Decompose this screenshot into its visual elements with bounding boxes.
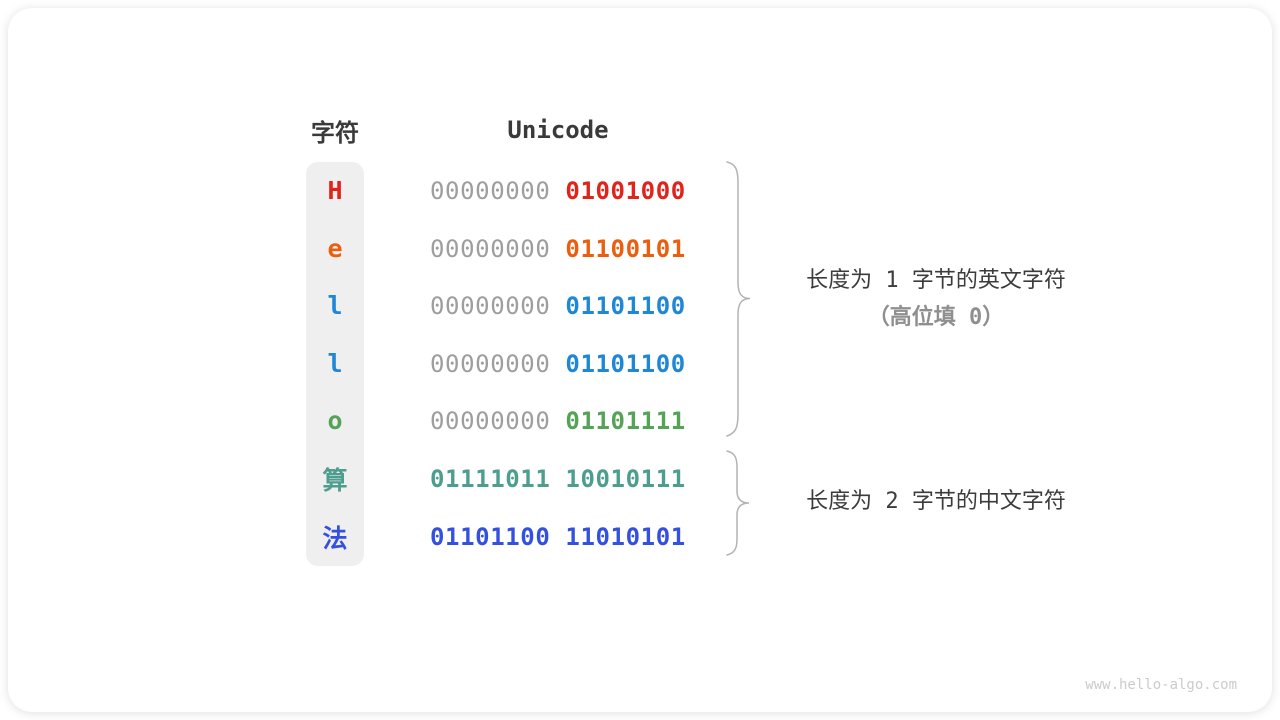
- unicode-bits: 00000000 01101100: [430, 335, 686, 392]
- character-cell: o: [327, 406, 343, 435]
- table-row: l 00000000 01101100: [0, 335, 1280, 392]
- low-octet: 01001000: [565, 176, 686, 205]
- unicode-bits: 00000000 01101111: [430, 392, 686, 449]
- site-watermark: www.hello-algo.com: [1085, 677, 1237, 693]
- table-row: H 00000000 01001000: [0, 162, 1280, 219]
- unicode-bits: 00000000 01001000: [430, 162, 686, 219]
- table-row: 法 01101100 11010101: [0, 508, 1280, 565]
- character-cell: 法: [322, 523, 348, 553]
- high-octet: 00000000: [430, 349, 551, 378]
- brace-english-group: [726, 161, 751, 437]
- character-cell: l: [327, 291, 343, 320]
- english-group-note: 长度为 1 字节的英文字符 （高位填 0）: [778, 262, 1094, 336]
- low-octet: 11010101: [565, 522, 686, 551]
- high-octet: 00000000: [430, 291, 551, 320]
- high-octet: 00000000: [430, 406, 551, 435]
- diagram-card: [8, 8, 1272, 712]
- chinese-group-note-line1: 长度为 2 字节的中文字符: [806, 489, 1066, 514]
- char-column-background: [306, 162, 364, 566]
- unicode-bits: 01111011 10010111: [430, 450, 686, 507]
- high-octet: 01101100: [430, 522, 551, 551]
- unicode-bits: 01101100 11010101: [430, 508, 686, 565]
- unicode-column-header: Unicode: [507, 116, 609, 144]
- character-cell: 算: [322, 465, 348, 495]
- brace-chinese-group: [726, 450, 750, 556]
- low-octet: 01101100: [565, 291, 686, 320]
- table-row: o 00000000 01101111: [0, 392, 1280, 449]
- character-cell: e: [327, 234, 343, 263]
- low-octet: 01101111: [565, 406, 686, 435]
- high-octet: 01111011: [430, 464, 551, 493]
- chinese-group-note: 长度为 2 字节的中文字符: [778, 483, 1094, 520]
- high-octet: 00000000: [430, 176, 551, 205]
- unicode-bits: 00000000 01101100: [430, 277, 686, 334]
- character-cell: l: [327, 349, 343, 378]
- low-octet: 01101100: [565, 349, 686, 378]
- low-octet: 01100101: [565, 234, 686, 263]
- english-group-note-line2: （高位填 0）: [867, 305, 1005, 330]
- character-cell: H: [327, 176, 343, 205]
- table-row: l 00000000 01101100: [0, 277, 1280, 334]
- english-group-note-line1: 长度为 1 字节的英文字符: [806, 268, 1066, 293]
- low-octet: 10010111: [565, 464, 686, 493]
- high-octet: 00000000: [430, 234, 551, 263]
- table-row: e 00000000 01100101: [0, 220, 1280, 277]
- char-column-header: 字符: [311, 119, 359, 147]
- unicode-bits: 00000000 01100101: [430, 220, 686, 277]
- table-row: 算 01111011 10010111: [0, 450, 1280, 507]
